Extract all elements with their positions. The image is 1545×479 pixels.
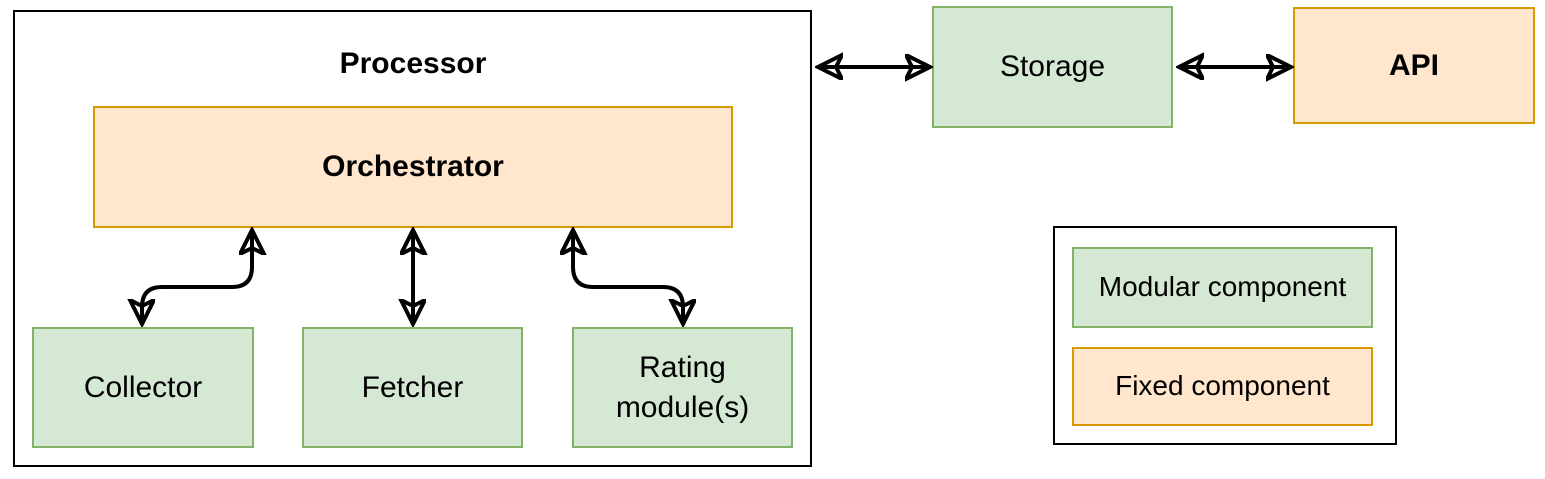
legend-modular-item: Modular component	[1072, 247, 1373, 328]
legend-fixed-item: Fixed component	[1072, 347, 1373, 426]
orchestrator-box: Orchestrator	[93, 106, 733, 228]
collector-box: Collector	[32, 327, 254, 448]
rating-module-box: Rating module(s)	[572, 327, 793, 448]
fetcher-box: Fetcher	[302, 327, 523, 448]
processor-title: Processor	[339, 47, 487, 80]
api-box: API	[1293, 7, 1535, 124]
storage-box: Storage	[932, 6, 1173, 128]
